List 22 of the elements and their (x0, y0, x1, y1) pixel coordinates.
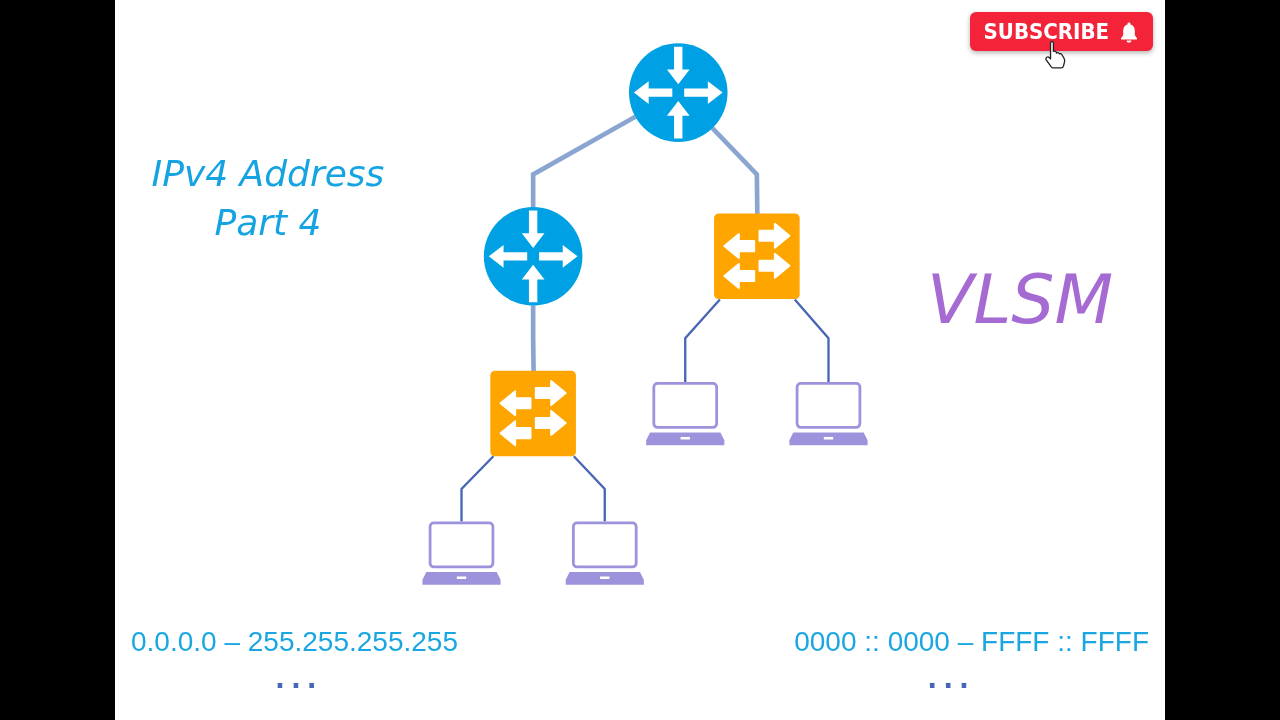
laptop-icon (646, 381, 725, 446)
address-range: 0000 :: 0000 – FFFF :: FFFF (794, 626, 1149, 658)
laptop-icon (789, 381, 868, 446)
ellipsis: ... (927, 664, 975, 694)
title: IPv4 Address Part 4 (150, 152, 386, 245)
router-icon (483, 207, 583, 306)
connection-line (530, 305, 536, 372)
router-icon (628, 43, 728, 142)
laptop-icon (565, 521, 644, 585)
ellipsis: ... (275, 664, 323, 694)
subscribe-button: SUBSCRIBE (969, 12, 1153, 51)
connection-line (460, 455, 495, 522)
switch-icon (490, 370, 576, 457)
switch-icon (714, 213, 800, 300)
connection-line (793, 298, 830, 382)
subtitle: VLSM (925, 260, 1115, 339)
connection-line (710, 126, 760, 215)
connection-line (684, 298, 721, 382)
connection-line (530, 114, 637, 207)
laptop-icon (422, 521, 501, 585)
connection-line (572, 455, 606, 522)
address-range: 0.0.0.0 – 255.255.255.255 (131, 626, 458, 658)
